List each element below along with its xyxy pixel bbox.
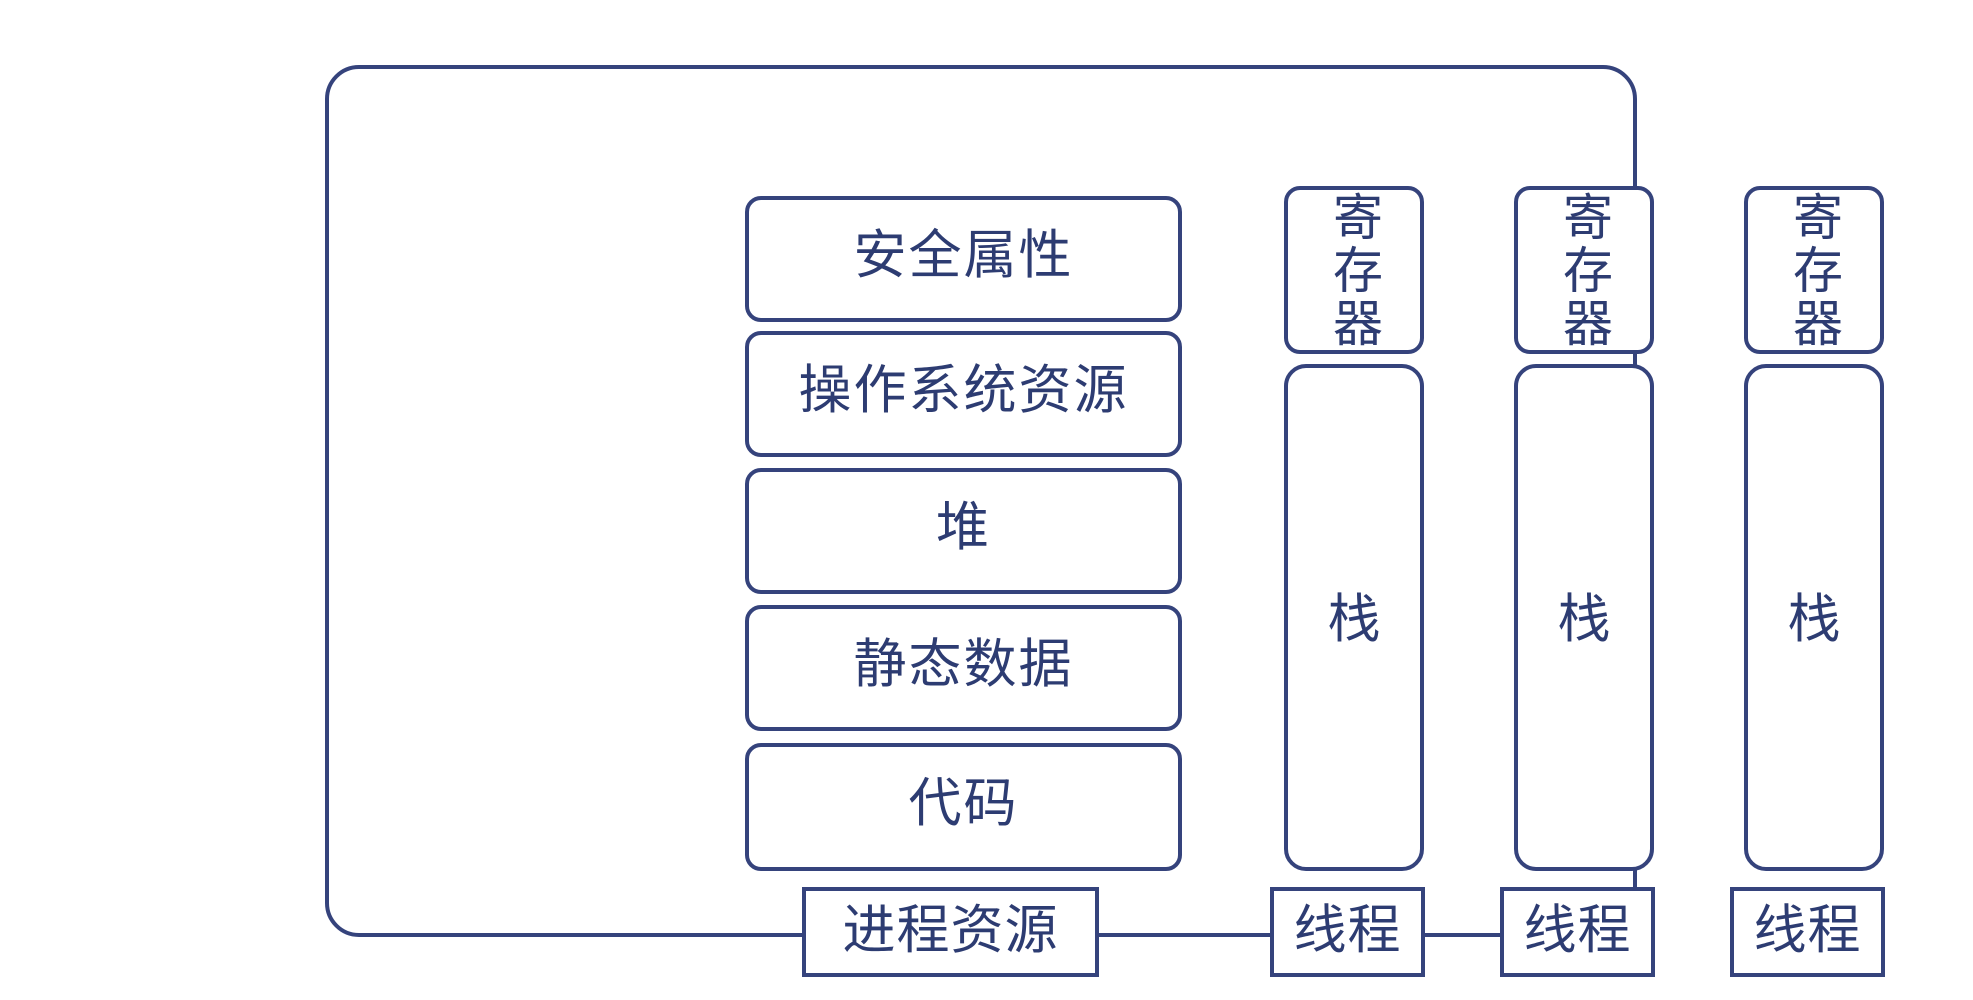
thread-registers-box[interactable]: 寄存器	[1284, 186, 1424, 354]
region-label: 堆	[936, 496, 991, 558]
region-heap[interactable]: 堆	[745, 468, 1182, 594]
caption-thread-1[interactable]: 线程	[1270, 887, 1425, 977]
thread-column-1: 寄存器 栈	[1284, 186, 1424, 871]
region-label: 操作系统资源	[798, 359, 1129, 421]
region-security-attributes[interactable]: 安全属性	[745, 196, 1182, 322]
caption-process-resources[interactable]: 进程资源	[802, 887, 1099, 977]
registers-label: 寄存器	[1785, 190, 1843, 350]
thread-registers-box[interactable]: 寄存器	[1514, 186, 1654, 354]
stack-label: 栈	[1557, 589, 1611, 650]
thread-column-2: 寄存器 栈	[1514, 186, 1654, 871]
region-code[interactable]: 代码	[745, 743, 1182, 871]
region-label: 代码	[908, 772, 1019, 834]
stack-label: 栈	[1787, 589, 1841, 650]
thread-stack-box[interactable]: 栈	[1284, 364, 1424, 871]
registers-label: 寄存器	[1325, 190, 1383, 350]
registers-label: 寄存器	[1555, 190, 1613, 350]
region-static-data[interactable]: 静态数据	[745, 605, 1182, 731]
caption-label: 进程资源	[842, 899, 1059, 961]
thread-stack-box[interactable]: 栈	[1514, 364, 1654, 871]
caption-label: 线程	[1523, 899, 1632, 961]
thread-registers-box[interactable]: 寄存器	[1744, 186, 1884, 354]
region-os-resources[interactable]: 操作系统资源	[745, 331, 1182, 457]
stack-label: 栈	[1327, 589, 1381, 650]
caption-thread-3[interactable]: 线程	[1730, 887, 1885, 977]
process-resource-column: 安全属性 操作系统资源 堆 静态数据 代码	[745, 196, 1182, 871]
thread-column-3: 寄存器 栈	[1744, 186, 1884, 871]
caption-label: 线程	[1293, 899, 1402, 961]
caption-label: 线程	[1753, 899, 1862, 961]
region-label: 静态数据	[853, 633, 1074, 695]
region-label: 安全属性	[853, 224, 1074, 286]
caption-thread-2[interactable]: 线程	[1500, 887, 1655, 977]
thread-stack-box[interactable]: 栈	[1744, 364, 1884, 871]
process-container: 安全属性 操作系统资源 堆 静态数据 代码 寄存器 栈	[325, 65, 1885, 977]
